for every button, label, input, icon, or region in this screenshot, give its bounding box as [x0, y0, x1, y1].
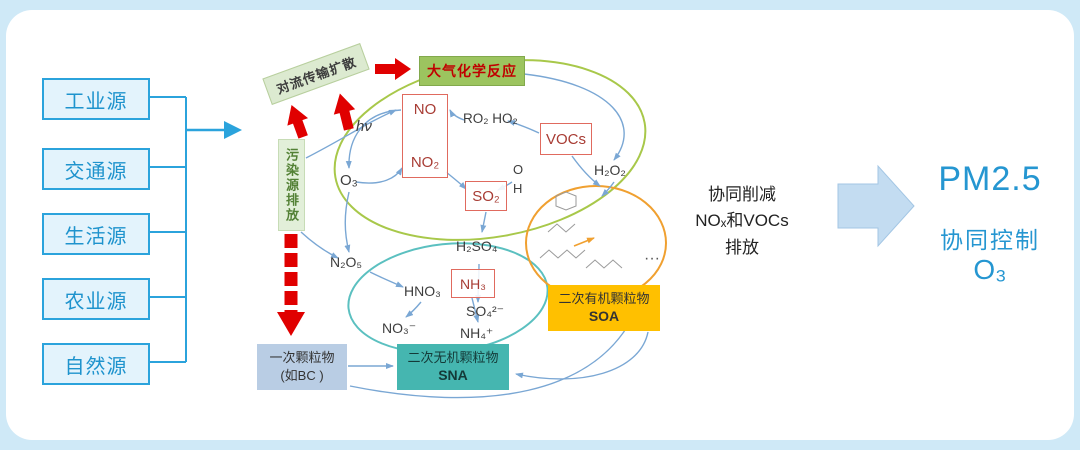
source-item-agricultural: 农业源	[42, 278, 150, 320]
pm25-headline: PM2.5	[938, 160, 1042, 198]
n2o5-label: N₂O₅	[330, 254, 363, 270]
so4-label: SO₄²⁻	[466, 303, 504, 319]
source-item-natural: 自然源	[42, 343, 150, 385]
no3-label: NO₃⁻	[382, 320, 417, 336]
outcome-arrow	[837, 164, 915, 248]
no-no2-box: NO NO₂	[402, 94, 448, 178]
no2-label: NO₂	[410, 154, 440, 171]
transport-up-arrow-right	[333, 93, 356, 131]
o3-headline: O₃	[973, 254, 1007, 285]
organic-aerosol-ellipse	[525, 185, 667, 301]
sna-box: 二次无机颗粒物 SNA	[397, 344, 509, 390]
nh3-box: NH₃	[451, 269, 495, 298]
so2-box: SO₂	[465, 181, 507, 211]
co-control-headline: 协同控制	[940, 227, 1040, 253]
no-label: NO	[413, 101, 437, 118]
transport-right-arrow	[375, 58, 411, 80]
h2o2-label: H₂O₂	[594, 162, 626, 178]
pollution-emission-box: 污染源排放	[278, 139, 305, 231]
hno3-label: HNO₃	[404, 283, 441, 299]
soa-box: 二次有机颗粒物 SOA	[548, 285, 660, 331]
sna-name: 二次无机颗粒物	[407, 349, 499, 365]
hv-label: hν	[356, 118, 372, 135]
co-reduction-line1: 协同削减	[708, 185, 776, 204]
sna-abbr: SNA	[438, 367, 468, 384]
h-label: H	[513, 181, 523, 196]
nh4-label: NH₄⁺	[460, 325, 494, 341]
source-arrowhead	[224, 121, 242, 139]
ro2-ho2-label: RO₂ HO₂	[463, 111, 518, 126]
transport-up-arrow-left	[287, 104, 309, 139]
source-connector-lines	[146, 96, 226, 363]
h2so4-label: H₂SO₄	[456, 238, 498, 254]
soa-abbr: SOA	[588, 308, 620, 325]
atmospheric-chemistry-box: 大气化学反应	[419, 56, 525, 86]
vocs-box: VOCs	[540, 123, 592, 155]
o-label: O	[513, 162, 524, 177]
o3-label: O₃	[340, 172, 358, 189]
organic-reaction-arrow	[573, 237, 595, 247]
source-item-traffic: 交通源	[42, 148, 150, 190]
source-item-residential: 生活源	[42, 213, 150, 255]
emission-down-arrow	[277, 234, 305, 336]
primary-particle-box: 一次颗粒物 (如BC )	[257, 344, 347, 390]
soa-name: 二次有机颗粒物	[558, 290, 650, 306]
primary-note: (如BC )	[280, 368, 324, 383]
inorganic-aerosol-ellipse	[347, 242, 549, 354]
primary-name: 一次颗粒物	[269, 350, 335, 366]
organic-molecule-sketches	[539, 191, 623, 269]
process-arrows	[300, 73, 649, 399]
co-reduction-text: 协同削减 NOₓ和VOCs 排放	[672, 182, 812, 261]
source-item-industrial: 工业源	[42, 78, 150, 120]
co-reduction-line2: NOₓ和VOCs	[695, 211, 789, 231]
co-reduction-line3: 排放	[725, 237, 759, 257]
ellipsis-label: ···	[644, 250, 660, 267]
